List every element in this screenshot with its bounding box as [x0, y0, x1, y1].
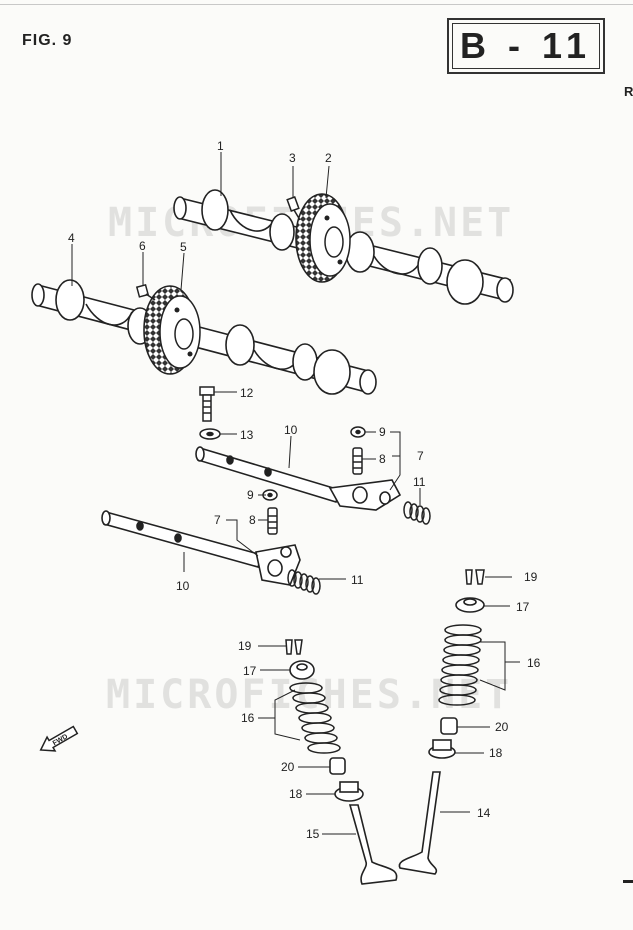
- lower-camshaft: [31, 279, 377, 395]
- upper-adjust-nut: [350, 426, 366, 438]
- side-edge-letter: R: [624, 84, 633, 99]
- right-valve-stem-seal: [440, 717, 458, 735]
- right-valve-cotters: [465, 569, 485, 585]
- callout-sprocket-bolt-lower: 6: [139, 239, 146, 253]
- figure-label: FIG. 9: [22, 32, 73, 49]
- left-valve-cotters: [285, 639, 303, 655]
- fwd-label: FWD: [52, 733, 69, 747]
- left-spring-seat: [334, 781, 364, 802]
- callout-rocker-shaft-upper: 10: [284, 423, 298, 437]
- callout-seal-left: 20: [281, 760, 295, 774]
- callout-rocker-shaft-lower: 10: [176, 579, 190, 593]
- callout-bolt: 12: [240, 386, 254, 400]
- lower-sprocket-bolt: [135, 283, 156, 301]
- callout-springs-right: 16: [527, 656, 541, 670]
- scan-edge-line: [0, 4, 633, 5]
- upper-cam-sprocket: [295, 193, 351, 283]
- left-spring-retainer: [289, 660, 315, 680]
- upper-rocker-spring: [403, 501, 431, 525]
- lower-rocker-spring: [287, 569, 321, 595]
- side-edge-mark: [623, 880, 633, 883]
- callout-sprocket-lower: 5: [180, 240, 187, 254]
- callout-numbers: 1 3 2 4 6 5 12 13 10 9 8 7 11 9 7 8 10 1…: [68, 139, 541, 841]
- upper-adjust-screw: [352, 447, 363, 475]
- left-valve-springs: [289, 682, 341, 754]
- fwd-arrow-icon: FWD: [39, 725, 79, 752]
- right-valve-springs: [438, 624, 482, 706]
- callout-camshaft-lower: 4: [68, 231, 75, 245]
- callout-seat-right: 18: [489, 746, 503, 760]
- upper-rocker-shaft: [195, 446, 342, 503]
- right-spring-retainer: [455, 597, 485, 613]
- upper-sprocket-bolt: [286, 196, 301, 221]
- lower-cam-sprocket: [143, 285, 201, 375]
- left-valve: [348, 804, 398, 885]
- callout-sprocket-upper: 2: [325, 151, 332, 165]
- callout-nut-upper: 9: [379, 425, 386, 439]
- page-code-box: B - 11: [447, 18, 605, 74]
- callout-screw-lower: 8: [249, 513, 256, 527]
- leader-lines: [71, 152, 520, 835]
- callout-sprocket-bolt-upper: 3: [289, 151, 296, 165]
- page-code: B - 11: [452, 23, 600, 69]
- callout-springs-left: 16: [241, 711, 255, 725]
- right-valve: [398, 771, 441, 875]
- left-valve-stem-seal: [329, 757, 346, 775]
- watermark-bottom: MICROFICHES.NET: [106, 672, 513, 718]
- callout-cotters-right: 19: [524, 570, 538, 584]
- callout-nut-lower: 9: [247, 488, 254, 502]
- callout-spring-lower: 11: [351, 573, 364, 587]
- callout-rocker-arm-upper: 7: [417, 449, 424, 463]
- shaft-washer: [199, 428, 221, 440]
- right-spring-seat: [428, 739, 456, 759]
- lower-adjust-screw: [267, 507, 278, 535]
- callout-seal-right: 20: [495, 720, 509, 734]
- callout-valve-left: 15: [306, 827, 320, 841]
- callout-rocker-arm-lower: 7: [214, 513, 221, 527]
- upper-rocker-arm: [328, 479, 402, 511]
- callout-washer: 13: [240, 428, 254, 442]
- callout-valve-right: 14: [477, 806, 491, 820]
- callout-retainer-right: 17: [516, 600, 530, 614]
- callout-camshaft-upper: 1: [217, 139, 224, 153]
- callout-seat-left: 18: [289, 787, 303, 801]
- callout-cotters-left: 19: [238, 639, 252, 653]
- callout-retainer-left: 17: [243, 664, 257, 678]
- callout-screw-upper: 8: [379, 452, 386, 466]
- shaft-bolt: [199, 386, 215, 422]
- lower-rocker-shaft: [101, 510, 264, 568]
- callout-spring-upper: 11: [413, 475, 426, 489]
